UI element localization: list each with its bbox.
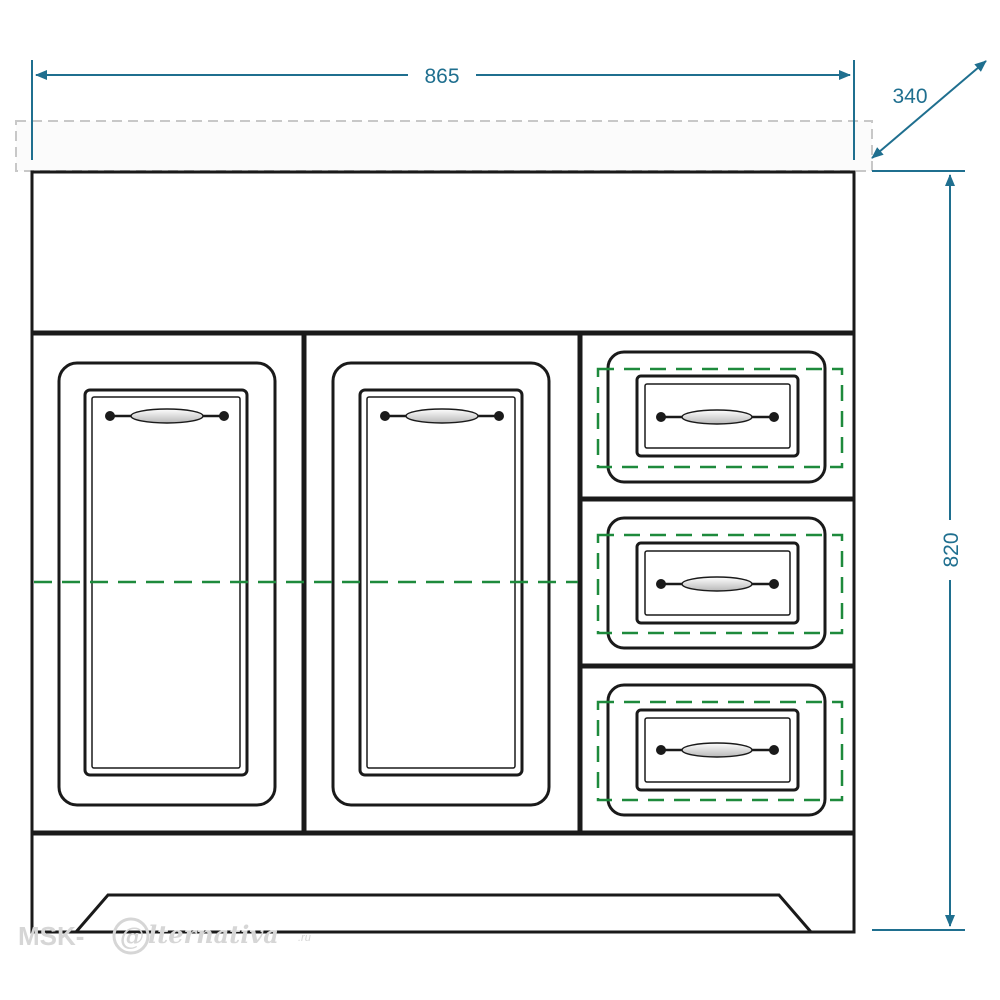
door-left	[57, 361, 277, 807]
drawer-middle	[596, 516, 844, 650]
drawer-bottom	[596, 683, 844, 817]
drawer-middle-handle	[656, 576, 779, 592]
drawer-middle-guide-dashed	[596, 533, 844, 635]
door-right	[331, 361, 551, 807]
height-dimension: 820	[872, 170, 965, 931]
height-label: 820	[940, 532, 963, 567]
watermark-name: lternativa	[148, 920, 279, 949]
width-dimension: 865	[31, 60, 855, 160]
width-label: 865	[424, 65, 459, 88]
depth-dimension-line	[871, 60, 987, 159]
watermark-prefix: MSK-	[18, 921, 84, 951]
drawer-middle-panel-inner	[644, 550, 791, 616]
door-right-handle	[380, 408, 504, 424]
countertop-outline	[15, 120, 873, 172]
drawer-bottom-handle	[656, 742, 779, 758]
depth-dimension: 340	[871, 60, 987, 159]
drawer-top	[596, 350, 844, 484]
watermark-at-sign: @	[120, 922, 144, 951]
watermark: MSK- @ lternativa .ru	[18, 917, 311, 955]
depth-label: 340	[892, 85, 927, 108]
drawer-top-handle	[656, 409, 779, 425]
drawer-bottom-panel-inner	[644, 717, 791, 783]
plinth-cutout	[74, 893, 813, 933]
door-left-panel	[83, 388, 249, 777]
door-left-handle	[105, 408, 229, 424]
watermark-at-ring	[112, 917, 150, 955]
watermark-suffix: .ru	[298, 932, 311, 944]
drawer-top-guide-dashed	[596, 367, 844, 469]
drawer-top-panel-inner	[644, 383, 791, 449]
drawer-bottom-guide-dashed	[596, 700, 844, 802]
